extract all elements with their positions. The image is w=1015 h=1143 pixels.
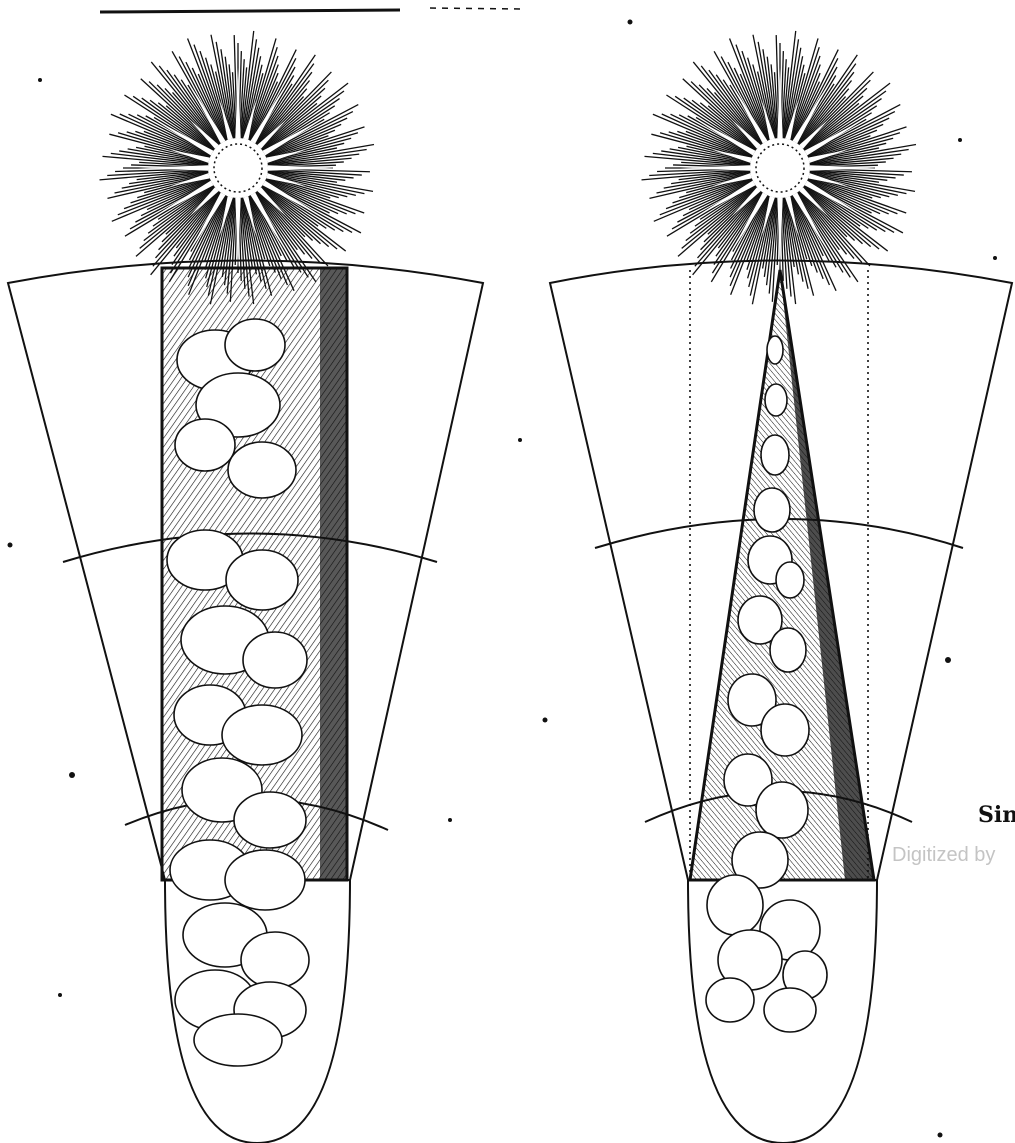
left-panel xyxy=(8,31,483,1143)
left-cloud-column xyxy=(162,268,347,1066)
right-panel xyxy=(550,31,1012,1143)
top-rule xyxy=(100,8,520,12)
watermark: Digitized by xyxy=(892,844,995,867)
right-cloud-cone xyxy=(690,270,874,1032)
side-label: Sin xyxy=(978,802,1015,828)
right-sun-icon xyxy=(642,31,916,304)
